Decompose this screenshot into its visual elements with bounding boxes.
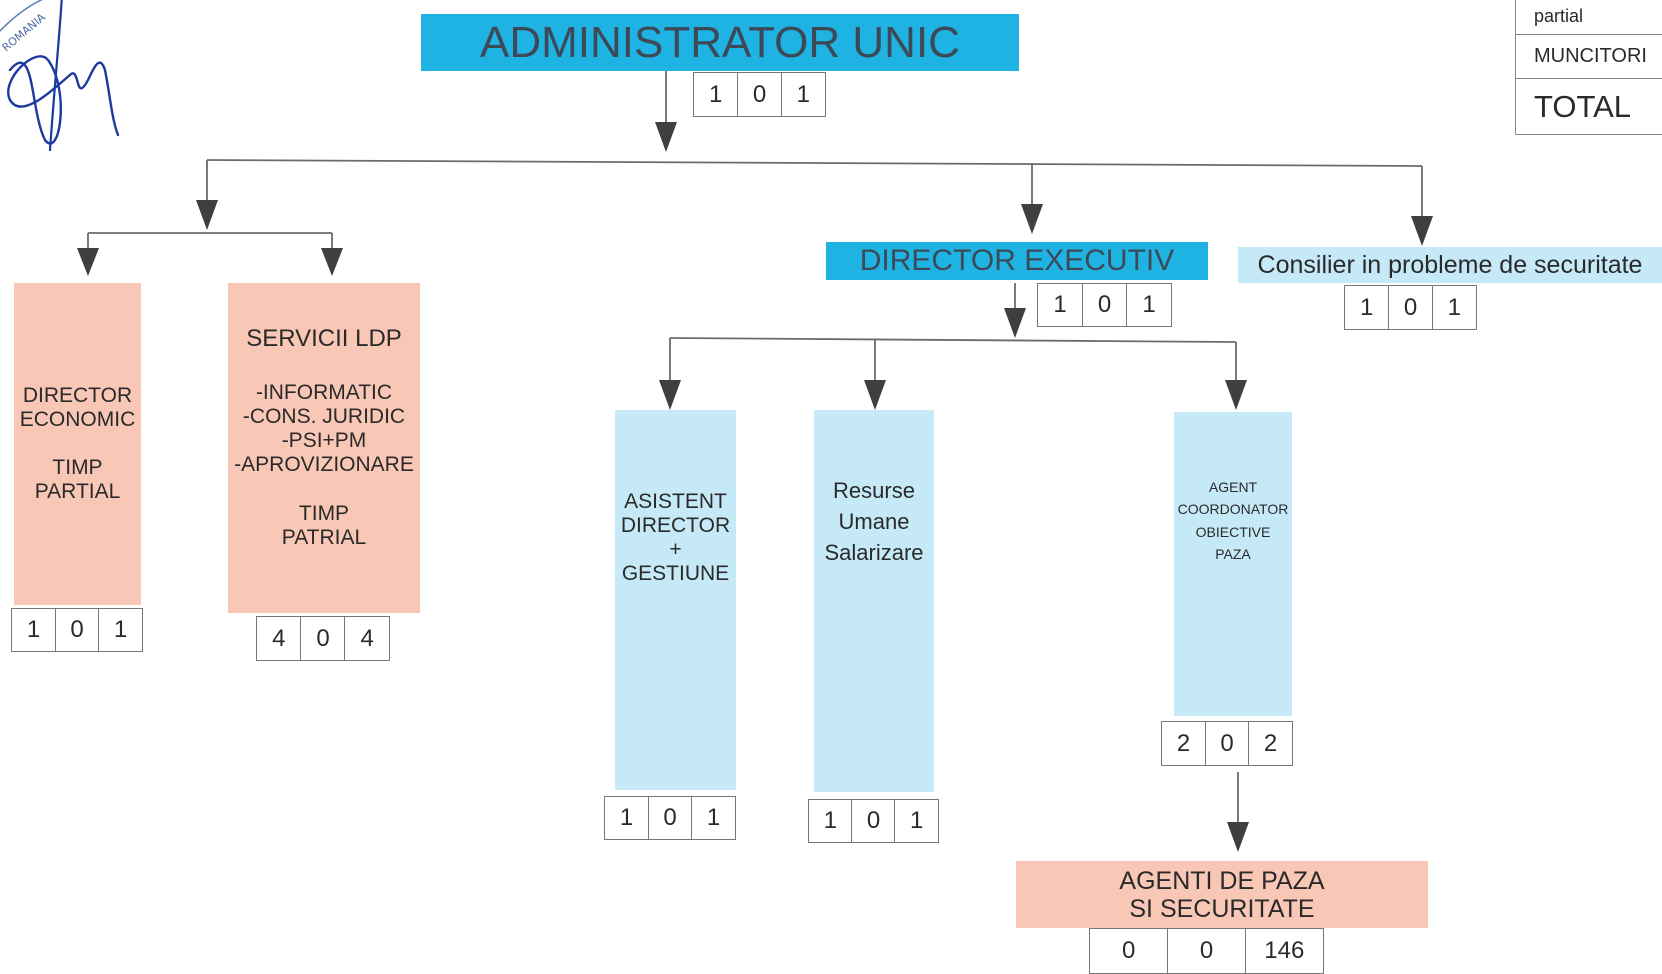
- arrowheads: [77, 122, 1433, 852]
- servicii-ldp-title: SERVICII LDP: [246, 325, 402, 352]
- count-cell: 1: [1431, 285, 1477, 330]
- count-cell: 0: [736, 72, 783, 117]
- count-cell: 0: [1089, 928, 1169, 974]
- count-cell: 0: [54, 608, 100, 652]
- consilier-securitate-header: Consilier in probleme de securitate: [1238, 247, 1662, 283]
- consilier-counts: 1 0 1: [1344, 285, 1477, 330]
- agenti-paza-box: AGENTI DE PAZA SI SECURITATE: [1016, 861, 1428, 928]
- count-cell: 0: [647, 796, 693, 840]
- asistent-director-counts: 1 0 1: [604, 796, 736, 840]
- count-cell: 2: [1161, 721, 1206, 766]
- agent-coordonator-text: AGENT COORDONATOR OBIECTIVE PAZA: [1177, 479, 1289, 563]
- count-cell: 0: [1081, 283, 1128, 327]
- agenti-paza-title: AGENTI DE PAZA SI SECURITATE: [1119, 866, 1325, 923]
- count-cell: 0: [1204, 721, 1250, 766]
- agent-coordonator-counts: 2 0 2: [1161, 721, 1293, 766]
- servicii-ldp-box: SERVICII LDP -INFORMATIC -CONS. JURIDIC …: [228, 283, 420, 613]
- count-cell: 2: [1248, 721, 1293, 766]
- stamp-text: ROMANIA: [0, 10, 48, 54]
- count-cell: 1: [780, 72, 826, 117]
- director-executiv-counts: 1 0 1: [1037, 283, 1172, 327]
- count-cell: 0: [1387, 285, 1434, 330]
- count-cell: 1: [693, 72, 739, 117]
- agent-coordonator-box: AGENT COORDONATOR OBIECTIVE PAZA: [1174, 412, 1292, 716]
- legend-total: TOTAL: [1515, 79, 1662, 135]
- director-economic-text: DIRECTOR ECONOMIC TIMP PARTIAL: [19, 383, 136, 504]
- asistent-director-box: ASISTENT DIRECTOR + GESTIUNE: [615, 410, 736, 790]
- legend-workers: MUNCITORI: [1515, 35, 1662, 79]
- servicii-ldp-text: -INFORMATIC -CONS. JURIDIC -PSI+PM -APRO…: [234, 381, 414, 549]
- director-executiv-title: DIRECTOR EXECUTIV: [859, 244, 1175, 277]
- resurse-umane-counts: 1 0 1: [808, 799, 940, 843]
- count-cell: 146: [1244, 928, 1324, 974]
- administrator-unic-header: ADMINISTRATOR UNIC: [421, 14, 1019, 71]
- count-cell: 1: [11, 608, 56, 652]
- count-cell: 4: [256, 616, 302, 661]
- count-cell: 1: [1037, 283, 1083, 327]
- resurse-umane-box: Resurse Umane Salarizare: [814, 410, 934, 792]
- legend-total-label: TOTAL: [1534, 88, 1632, 124]
- count-cell: 1: [808, 799, 853, 843]
- administrator-unic-title: ADMINISTRATOR UNIC: [480, 17, 960, 67]
- resurse-umane-text: Resurse Umane Salarizare: [824, 478, 924, 565]
- director-economic-box: DIRECTOR ECONOMIC TIMP PARTIAL: [14, 283, 141, 605]
- administrator-counts: 1 0 1: [693, 72, 826, 117]
- count-cell: 1: [1344, 285, 1390, 330]
- servicii-ldp-counts: 4 0 4: [256, 616, 391, 661]
- count-cell: 1: [691, 796, 736, 840]
- legend-partial: partial: [1515, 0, 1662, 35]
- signature-stamp: ROMANIA: [0, 0, 120, 152]
- legend-partial-label: partial: [1534, 6, 1584, 26]
- count-cell: 4: [344, 616, 391, 661]
- asistent-director-text: ASISTENT DIRECTOR + GESTIUNE: [620, 490, 731, 586]
- count-cell: 0: [851, 799, 896, 843]
- count-cell: 1: [98, 608, 143, 652]
- count-cell: 0: [300, 616, 346, 661]
- count-cell: 1: [1126, 283, 1172, 327]
- count-cell: 1: [894, 799, 940, 843]
- consilier-securitate-title: Consilier in probleme de securitate: [1257, 250, 1643, 279]
- count-cell: 1: [604, 796, 649, 840]
- agenti-paza-counts: 0 0 146: [1089, 928, 1324, 974]
- director-economic-counts: 1 0 1: [11, 608, 143, 652]
- director-executiv-header: DIRECTOR EXECUTIV: [826, 242, 1208, 280]
- legend-workers-label: MUNCITORI: [1534, 45, 1647, 67]
- count-cell: 0: [1166, 928, 1247, 974]
